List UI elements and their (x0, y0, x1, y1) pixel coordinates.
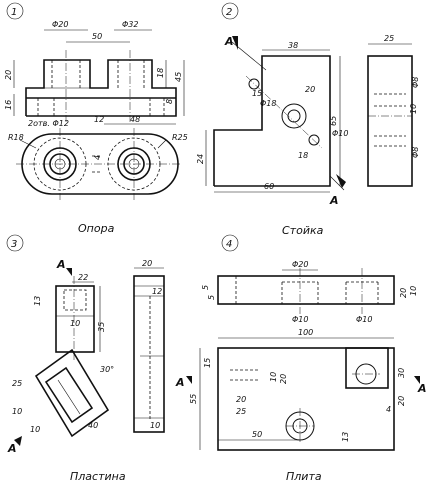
dim-22: 22 (78, 273, 88, 282)
dim-d10b: Φ10 (356, 315, 372, 324)
dim-65: 65 (329, 116, 338, 126)
side-view: 25 Φ8 10 Φ8 (367, 34, 420, 187)
dim-10-bottom: 10 (30, 425, 40, 434)
dim-5a: 5 (201, 285, 210, 290)
dim-60: 60 (264, 182, 274, 191)
section-label-a-left: A (175, 376, 185, 389)
dim-12: 12 (94, 115, 104, 124)
dim-100: 100 (298, 328, 313, 337)
dim-30: 30 (397, 368, 406, 378)
dim-10: 10 (409, 286, 418, 296)
dim-4: 4 (386, 405, 391, 414)
dim-55: 55 (189, 394, 198, 404)
dim-20b: 20 (279, 374, 288, 384)
dim-r25: R25 (172, 133, 188, 142)
figure-3-caption: Пластина (70, 470, 126, 483)
front-view: Φ20 5 5 20 10 Φ10 Φ10 (201, 260, 418, 324)
dim-24: 24 (196, 154, 205, 164)
dim-5b: 5 (207, 295, 216, 300)
section-label-a-right: A (417, 382, 427, 395)
dim-d8-bottom: Φ8 (411, 147, 420, 158)
dim-d20: Φ20 (292, 260, 308, 269)
dim-10b: 10 (269, 372, 278, 382)
figure-3-plate: 3 A 22 13 35 10 25 30° 10 40 10 A (6, 234, 165, 483)
figure-4-slab: 4 Φ20 5 5 20 10 Φ10 Φ10 100 (175, 234, 427, 483)
dim-25: 25 (236, 407, 246, 416)
dim-45: 45 (174, 72, 183, 82)
main-view: A A 38 15 Φ18 20 18 Φ10 65 24 60 (196, 35, 348, 207)
dim-20: 20 (142, 259, 152, 268)
figure-2-stand: 2 A A 38 15 Φ18 20 18 Φ10 65 24 (196, 2, 420, 237)
dim-20: 20 (236, 395, 246, 404)
top-view: 100 A A 55 15 10 20 20 25 50 13 30 (175, 328, 427, 451)
dim-25: 25 (384, 34, 394, 43)
dim-13: 13 (33, 296, 42, 306)
dim-50: 50 (92, 32, 102, 41)
dim-12: 12 (152, 287, 162, 296)
dim-35: 35 (97, 322, 106, 332)
dim-20: 20 (399, 288, 408, 298)
top-view: 4 R18 R25 (8, 128, 188, 200)
dim-10-side: 10 (150, 421, 160, 430)
dim-2holes: 2отв. Φ12 (28, 119, 69, 128)
dim-10-front: 10 (70, 319, 80, 328)
dim-20c: 20 (397, 396, 406, 406)
dim-20: 20 (305, 85, 315, 94)
section-label-a-bottom: A (329, 194, 339, 207)
dim-d18: Φ18 (260, 99, 276, 108)
figure-number-circle (221, 234, 239, 252)
front-view: Φ20 50 Φ32 20 16 18 45 8 2отв. Φ12 12 48 (4, 20, 185, 128)
figure-number-circle (6, 2, 24, 20)
dim-38: 38 (288, 41, 298, 50)
section-label-a-top: A (224, 35, 234, 48)
figure-number: 1 (11, 7, 17, 18)
figure-number-circle (6, 234, 24, 252)
dim-16: 16 (4, 100, 13, 110)
dim-25: 25 (12, 379, 22, 388)
figure-4-caption: Плита (286, 470, 322, 483)
figure-1-support: 1 Φ20 50 Φ32 20 16 1 (4, 2, 188, 235)
figure-number: 4 (226, 239, 232, 250)
dim-18: 18 (298, 151, 308, 160)
section-label-a-bottom: A (7, 442, 17, 455)
figure-number: 3 (11, 239, 17, 250)
figure-2-caption: Стойка (282, 224, 324, 237)
dim-48: 48 (130, 115, 140, 124)
dim-15: 15 (252, 89, 262, 98)
dim-20: 20 (4, 70, 13, 80)
dim-50: 50 (252, 430, 262, 439)
figure-number-circle (221, 2, 239, 20)
dim-18: 18 (156, 68, 165, 78)
dim-d32: Φ32 (122, 20, 138, 29)
dim-10: 10 (409, 104, 418, 114)
front-view: A 22 13 35 10 25 30° 10 40 10 A (7, 258, 114, 455)
dim-13: 13 (341, 432, 350, 442)
figure-number: 2 (226, 7, 232, 18)
dim-8: 8 (165, 99, 174, 104)
dim-d20: Φ20 (52, 20, 68, 29)
dim-r18: R18 (8, 133, 24, 142)
dim-10: 10 (12, 407, 22, 416)
dim-d8-top: Φ8 (411, 77, 420, 88)
dim-40: 40 (88, 421, 98, 430)
section-label-a-top: A (56, 258, 66, 271)
dim-4: 4 (93, 155, 102, 160)
dim-30deg: 30° (100, 365, 114, 374)
dim-d10a: Φ10 (292, 315, 308, 324)
figure-1-caption: Опора (78, 222, 115, 235)
dim-15: 15 (203, 358, 212, 368)
side-view: 20 12 10 (133, 259, 165, 433)
